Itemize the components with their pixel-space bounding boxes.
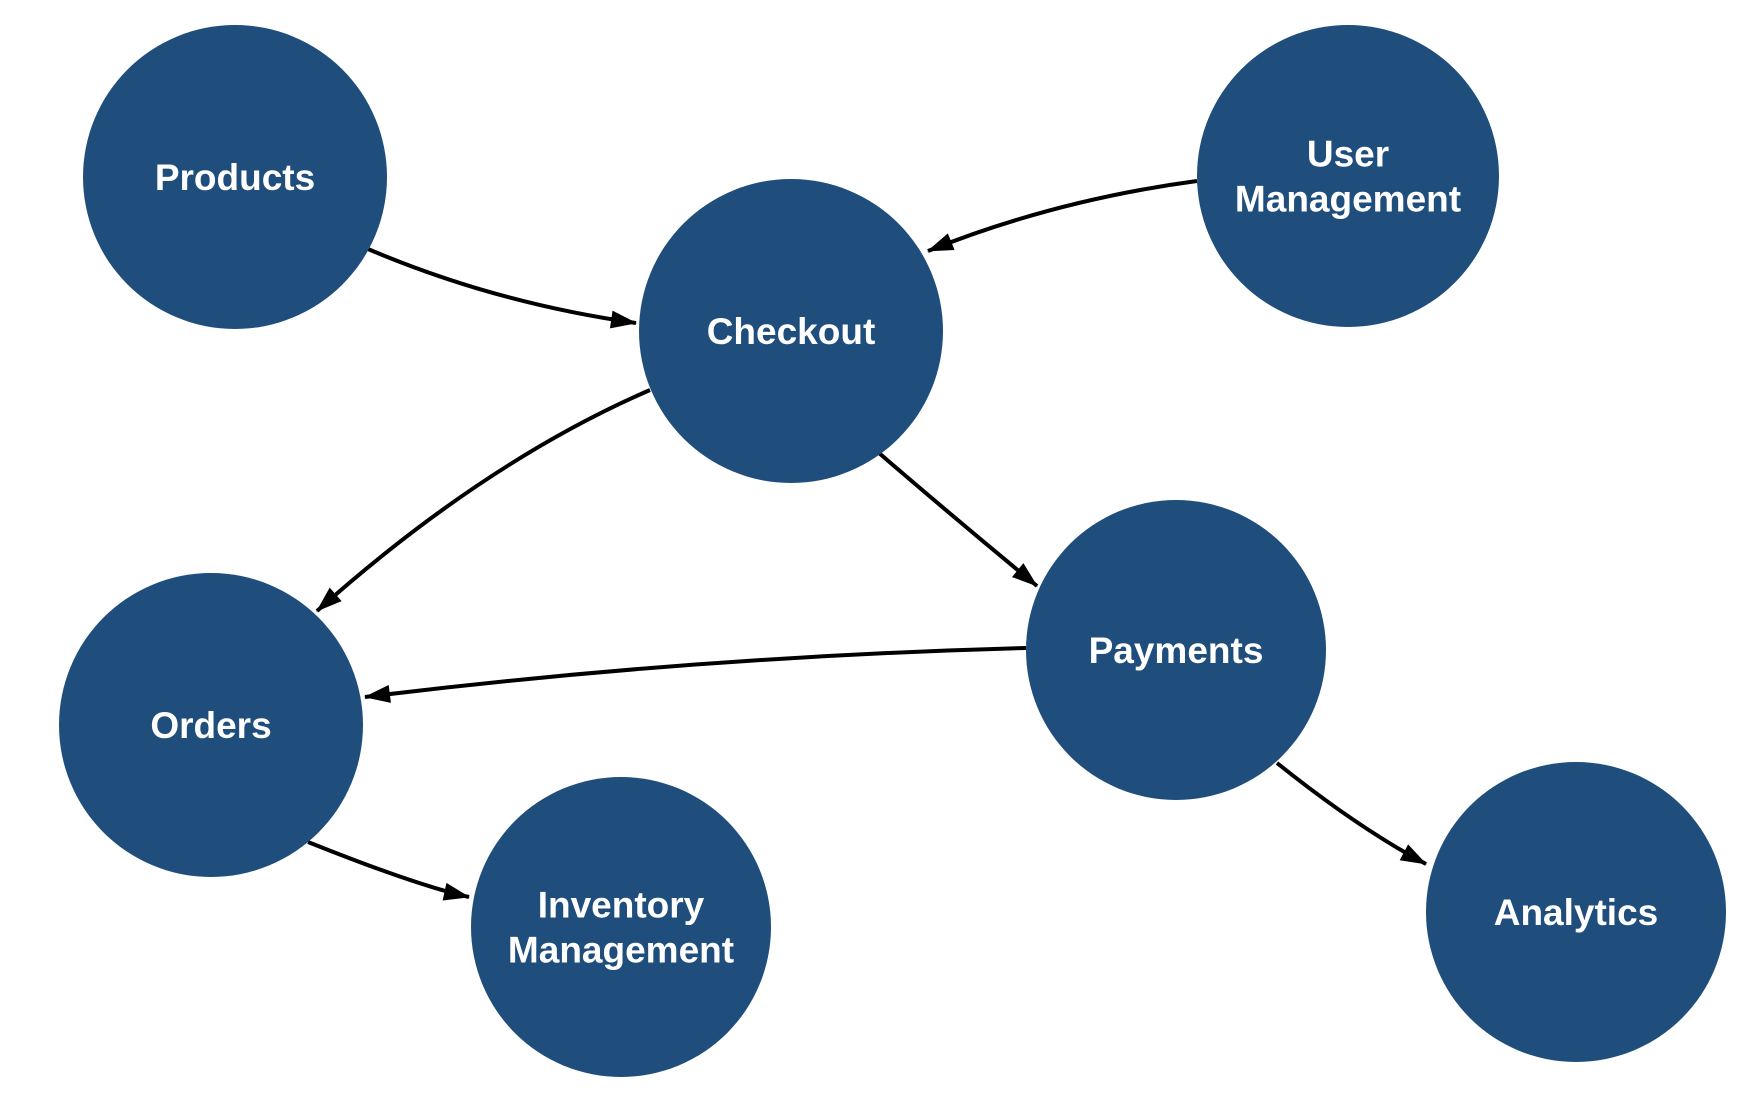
node-orders-label: Orders	[150, 705, 271, 746]
edge-payments-to-analytics	[1275, 761, 1427, 866]
node-checkout: Checkout	[639, 179, 943, 483]
node-payments-label-line-1: Payments	[1089, 630, 1264, 671]
node-user-management-circle	[1197, 25, 1499, 327]
node-inventory-management-circle	[471, 777, 771, 1077]
node-analytics: Analytics	[1426, 762, 1726, 1062]
node-products: Products	[83, 25, 387, 329]
edge-orders-to-inventory-management	[307, 840, 470, 901]
node-orders: Orders	[59, 573, 363, 877]
edge-layer	[307, 179, 1427, 901]
edge-user-management-to-checkout	[927, 179, 1198, 253]
node-orders-circle	[59, 573, 363, 877]
node-inventory-management-label-line-2: Management	[508, 930, 734, 971]
node-checkout-label: Checkout	[707, 311, 876, 352]
node-products-label-line-1: Products	[155, 157, 315, 198]
node-payments: Payments	[1026, 500, 1326, 800]
node-user-management-label-line-2: Management	[1235, 179, 1461, 220]
edge-checkout-to-payments	[877, 451, 1039, 588]
node-user-management-label-line-1: User	[1307, 134, 1389, 175]
node-analytics-circle	[1426, 762, 1726, 1062]
edge-products-to-checkout	[367, 247, 637, 329]
node-orders-label-line-1: Orders	[150, 705, 271, 746]
node-checkout-circle	[639, 179, 943, 483]
node-checkout-label-line-1: Checkout	[707, 311, 876, 352]
node-analytics-label-line-1: Analytics	[1494, 892, 1659, 933]
node-inventory-management-label-line-1: Inventory	[538, 885, 705, 926]
node-products-circle	[83, 25, 387, 329]
node-payments-label: Payments	[1089, 630, 1264, 671]
edge-checkout-to-orders	[315, 388, 651, 613]
edge-payments-to-orders	[364, 646, 1027, 703]
node-products-label: Products	[155, 157, 315, 198]
node-analytics-label: Analytics	[1494, 892, 1659, 933]
node-payments-circle	[1026, 500, 1326, 800]
